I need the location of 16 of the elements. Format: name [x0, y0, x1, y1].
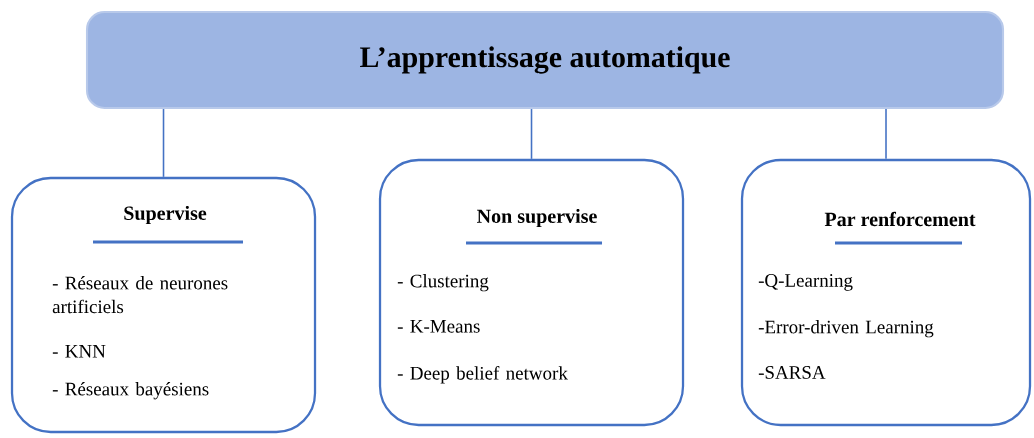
list-item: - Réseaux bayésiens	[52, 382, 209, 400]
list-item: - Clustering	[397, 274, 489, 292]
list-item: -Q-Learning	[758, 274, 853, 291]
list-item: - K-Means	[397, 320, 480, 333]
list-item: -SARSA	[758, 366, 826, 379]
category-heading: Non supervise	[477, 208, 597, 228]
title-banner: L’apprentissage automatique	[85, 10, 1005, 110]
connector-line	[885, 108, 887, 160]
category-heading: Supervise	[124, 205, 207, 225]
connector-line	[530, 108, 533, 160]
list-item: - Réseaux de neurones artificiels	[52, 276, 228, 314]
category-heading: Par renforcement	[824, 211, 976, 227]
list-item: -Error-driven Learning	[758, 320, 934, 338]
list-item: - KNN	[52, 345, 106, 358]
list-item: - Deep belief network	[397, 366, 568, 384]
connector-line	[162, 108, 165, 178]
